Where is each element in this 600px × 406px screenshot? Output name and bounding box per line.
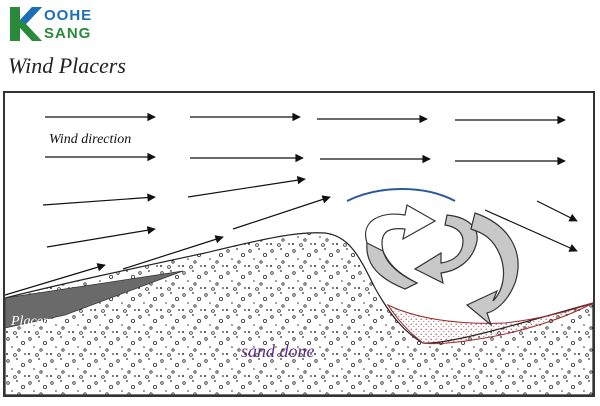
placer-deposit (5, 270, 184, 329)
brand-logo: OOHE SANG (8, 5, 98, 45)
placer-label: Placer (10, 314, 49, 329)
crest-arc (346, 188, 456, 202)
k-logo-icon (10, 7, 42, 41)
wind-direction-label: Wind direction (49, 132, 131, 147)
eddy-swirl-icon (365, 204, 519, 327)
wind-placer-diagram: Wind direction Placer sand done (5, 112, 593, 395)
dune-label: sand done (241, 341, 315, 361)
brand-line1: OOHE (44, 7, 93, 24)
diagram-frame: Wind direction Placer sand done (3, 91, 595, 397)
brand-line2: SANG (44, 25, 92, 42)
wind-arrows (5, 112, 578, 296)
page-title: Wind Placers (8, 53, 126, 78)
